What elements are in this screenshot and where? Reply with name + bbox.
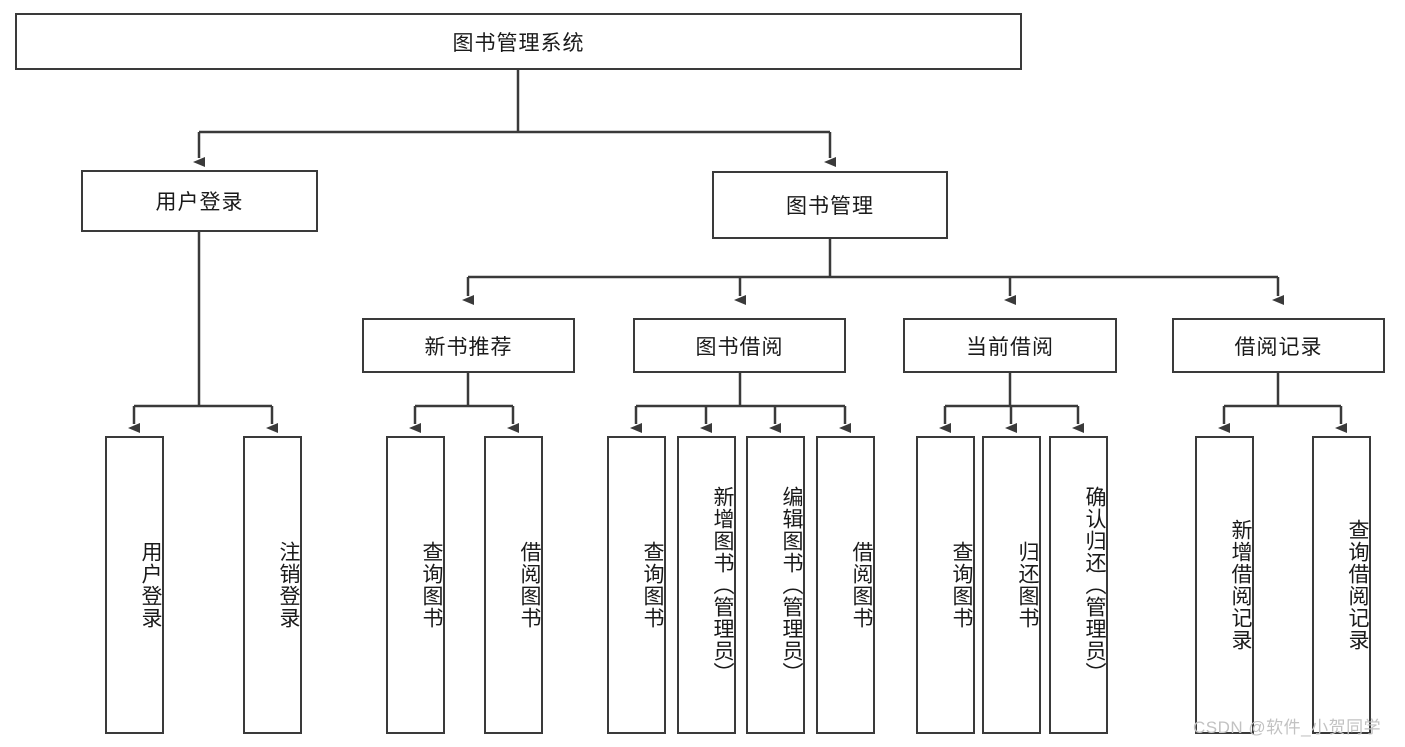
leaf-label: 借阅图书 [850, 541, 873, 629]
leaf-label: 借阅图书 [518, 541, 541, 629]
node-book-borrow-label: 图书借阅 [695, 335, 784, 359]
leaf-new-book-query[interactable]: 查询图书 [386, 436, 445, 734]
node-book-management[interactable]: 图书管理 [712, 171, 948, 239]
node-root[interactable]: 图书管理系统 [15, 13, 1022, 70]
leaf-book-borrow-add[interactable]: 新增图书（管理员） [677, 436, 736, 734]
leaf-book-borrow-borrow[interactable]: 借阅图书 [816, 436, 875, 734]
leaf-user-login-logout[interactable]: 注销登录 [243, 436, 302, 734]
node-borrow-record-label: 借阅记录 [1234, 335, 1323, 359]
leaf-current-borrow-query[interactable]: 查询图书 [916, 436, 975, 734]
node-root-label: 图书管理系统 [452, 31, 585, 55]
leaf-new-book-borrow[interactable]: 借阅图书 [484, 436, 543, 734]
leaf-current-borrow-confirm-return[interactable]: 确认归还（管理员） [1049, 436, 1108, 734]
leaf-label: 注销登录 [277, 541, 300, 629]
leaf-borrow-record-query[interactable]: 查询借阅记录 [1312, 436, 1371, 734]
leaf-book-borrow-query[interactable]: 查询图书 [607, 436, 666, 734]
node-user-login[interactable]: 用户登录 [81, 170, 318, 232]
node-book-borrow[interactable]: 图书借阅 [633, 318, 846, 373]
leaf-borrow-record-add[interactable]: 新增借阅记录 [1195, 436, 1254, 734]
leaf-label: 查询图书 [641, 541, 664, 629]
node-current-borrow-label: 当前借阅 [966, 335, 1054, 359]
node-borrow-record[interactable]: 借阅记录 [1172, 318, 1385, 373]
node-user-login-label: 用户登录 [155, 191, 244, 214]
leaf-label: 查询图书 [950, 541, 973, 629]
leaf-label: 查询图书 [420, 541, 443, 629]
leaf-book-borrow-edit[interactable]: 编辑图书（管理员） [746, 436, 805, 734]
leaf-label: 编辑图书（管理员） [780, 486, 803, 684]
leaf-label: 新增借阅记录 [1229, 519, 1252, 651]
node-current-borrow[interactable]: 当前借阅 [903, 318, 1117, 373]
leaf-label: 新增图书（管理员） [711, 486, 734, 684]
leaf-label: 确认归还（管理员） [1083, 486, 1106, 684]
leaf-label: 查询借阅记录 [1346, 519, 1369, 651]
leaf-label: 归还图书 [1016, 541, 1039, 629]
node-new-book-recommend[interactable]: 新书推荐 [362, 318, 575, 373]
node-new-book-recommend-label: 新书推荐 [424, 335, 513, 359]
leaf-label: 用户登录 [139, 541, 162, 629]
leaf-user-login-login[interactable]: 用户登录 [105, 436, 164, 734]
leaf-current-borrow-return[interactable]: 归还图书 [982, 436, 1041, 734]
csdn-watermark: CSDN @软件_小贺同学 [1193, 718, 1382, 737]
node-book-management-label: 图书管理 [786, 195, 874, 218]
